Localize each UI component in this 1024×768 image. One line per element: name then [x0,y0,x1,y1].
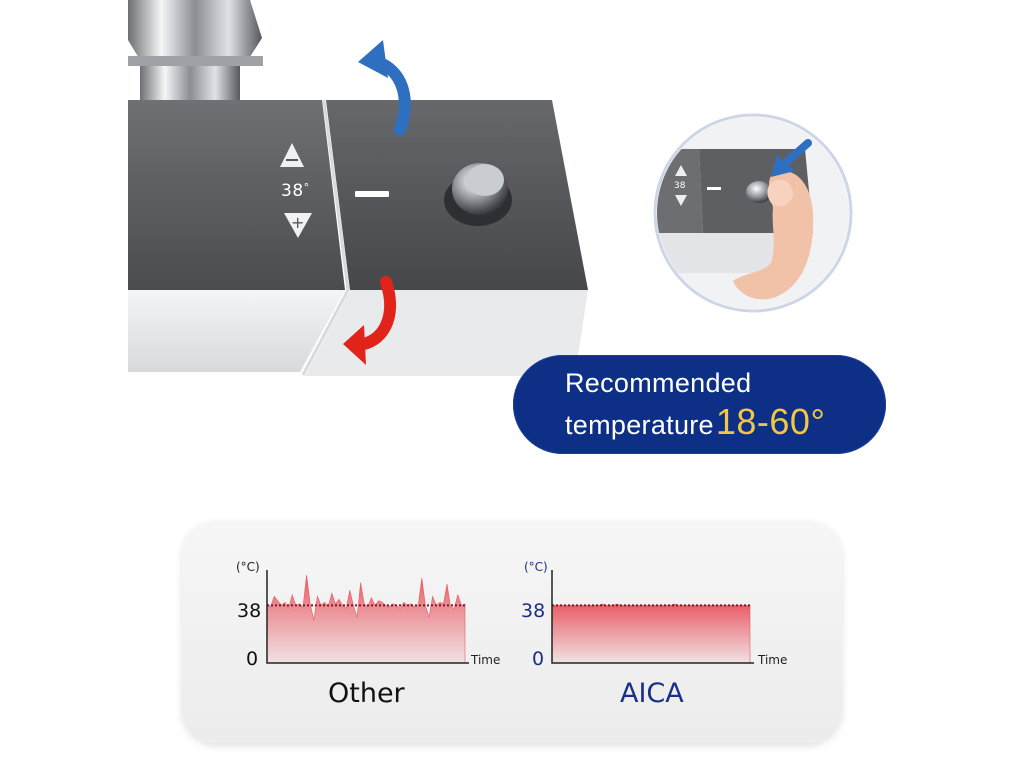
dial-temperature-label: 38° [281,181,310,201]
other-chart-tick-38: 38 [237,600,262,622]
recommendation-line2: temperature18-60° [565,401,825,443]
aica-chart-tick-38: 38 [521,600,546,622]
other-chart-xlabel: Time [471,653,501,667]
chart-axes [551,570,754,664]
other-chart [266,570,469,664]
thermostat-product-photo [0,0,620,390]
left-body-face [128,100,345,290]
right-body-bottom [305,290,588,376]
thermostat-illustration [128,0,588,376]
push-button-knob [444,163,512,226]
temperature-area-series [266,574,466,664]
chart-axes [266,570,469,664]
other-chart-title: Other [328,678,405,709]
inset-temperature-label: 38 [674,181,686,191]
other-chart-tick-0: 0 [246,648,259,670]
plus-symbol: + [291,213,305,232]
aica-chart-tick-0: 0 [532,648,545,670]
temperature-range: 18-60° [715,401,826,442]
press-detail-inset [653,113,853,313]
aica-chart-xlabel: Time [758,653,788,667]
aica-chart-title: AICA [620,678,684,709]
aica-chart [551,570,754,664]
connector-nut [128,0,263,105]
curved-arrow-blue-icon [358,40,411,136]
other-chart-unit: (°C) [236,560,260,574]
indicator-dash [355,191,389,197]
curved-arrow-red-icon [343,276,396,365]
temperature-label: temperature [565,410,714,440]
press-arrow-icon [771,139,812,177]
aica-chart-unit: (°C) [524,560,548,574]
down-triangle-plus-icon [284,213,312,238]
left-body-bottom [128,290,345,372]
recommendation-line1: Recommended [565,368,752,398]
temperature-area-series [551,603,751,664]
recommendation-badge [513,355,886,454]
